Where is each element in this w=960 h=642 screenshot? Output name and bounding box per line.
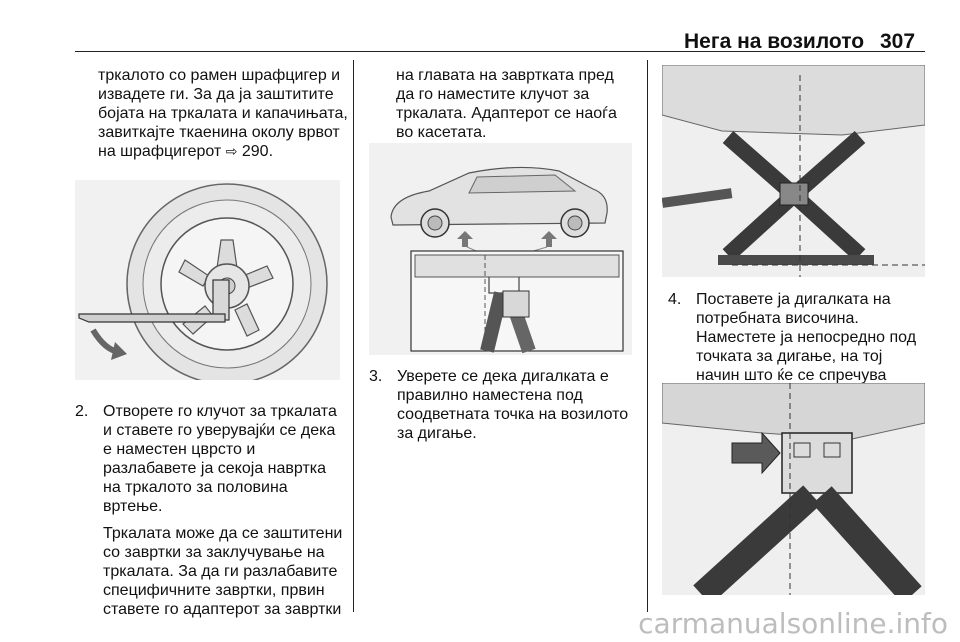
step-number: 2. bbox=[75, 403, 89, 420]
scissor-jack-illustration bbox=[662, 65, 925, 277]
jack-placement-illustration bbox=[662, 383, 925, 595]
page-number: 307 bbox=[880, 30, 916, 53]
step-body: Поставете ја дигалката на потребната вис… bbox=[696, 290, 930, 404]
step-2: 2. Отворете го клучот за тркалата и став… bbox=[75, 402, 343, 619]
page-reference-icon: ⇨ bbox=[225, 144, 238, 160]
column-divider-2 bbox=[647, 60, 648, 612]
column-divider-1 bbox=[353, 60, 354, 612]
step-number: 4. bbox=[668, 291, 682, 308]
header-rule bbox=[75, 51, 925, 52]
column2-intro: на главата на завртката пред да го намес… bbox=[396, 66, 636, 142]
step-note: Тркалата може да се заштитени со завртки… bbox=[103, 525, 343, 618]
column1-intro: тркалото со рамен шрафцигер и извадете г… bbox=[98, 66, 350, 162]
step-body: Отворете го клучот за тркалата и ставете… bbox=[103, 402, 343, 619]
intro-text: тркалото со рамен шрафцигер и извадете г… bbox=[98, 67, 348, 160]
wheel-wrench-figure bbox=[75, 180, 340, 380]
scissor-jack-figure bbox=[662, 65, 925, 277]
car-jack-points-illustration bbox=[369, 143, 632, 355]
step-number: 3. bbox=[369, 368, 383, 385]
wheel-wrench-illustration bbox=[75, 180, 340, 380]
page-title: Нега на возилото bbox=[684, 30, 865, 53]
step-text: Поставете ја дигалката на потребната вис… bbox=[696, 291, 917, 403]
step-body: Уверете се дека дигалката е правилно нам… bbox=[397, 367, 639, 443]
step-4: 4. Поставете ја дигалката на потребната … bbox=[668, 290, 930, 404]
watermark: carmanualsonline.info bbox=[638, 607, 948, 640]
step-3: 3. Уверете се дека дигалката е правилно … bbox=[369, 367, 639, 443]
step-text: Отворете го клучот за тркалата и ставете… bbox=[103, 403, 337, 515]
jack-placement-figure bbox=[662, 383, 925, 595]
step-text: Уверете се дека дигалката е правилно нам… bbox=[397, 368, 629, 442]
intro-text: на главата на завртката пред да го намес… bbox=[396, 67, 617, 141]
page-reference[interactable]: 290. bbox=[241, 143, 274, 160]
car-jack-points-figure bbox=[369, 143, 632, 355]
